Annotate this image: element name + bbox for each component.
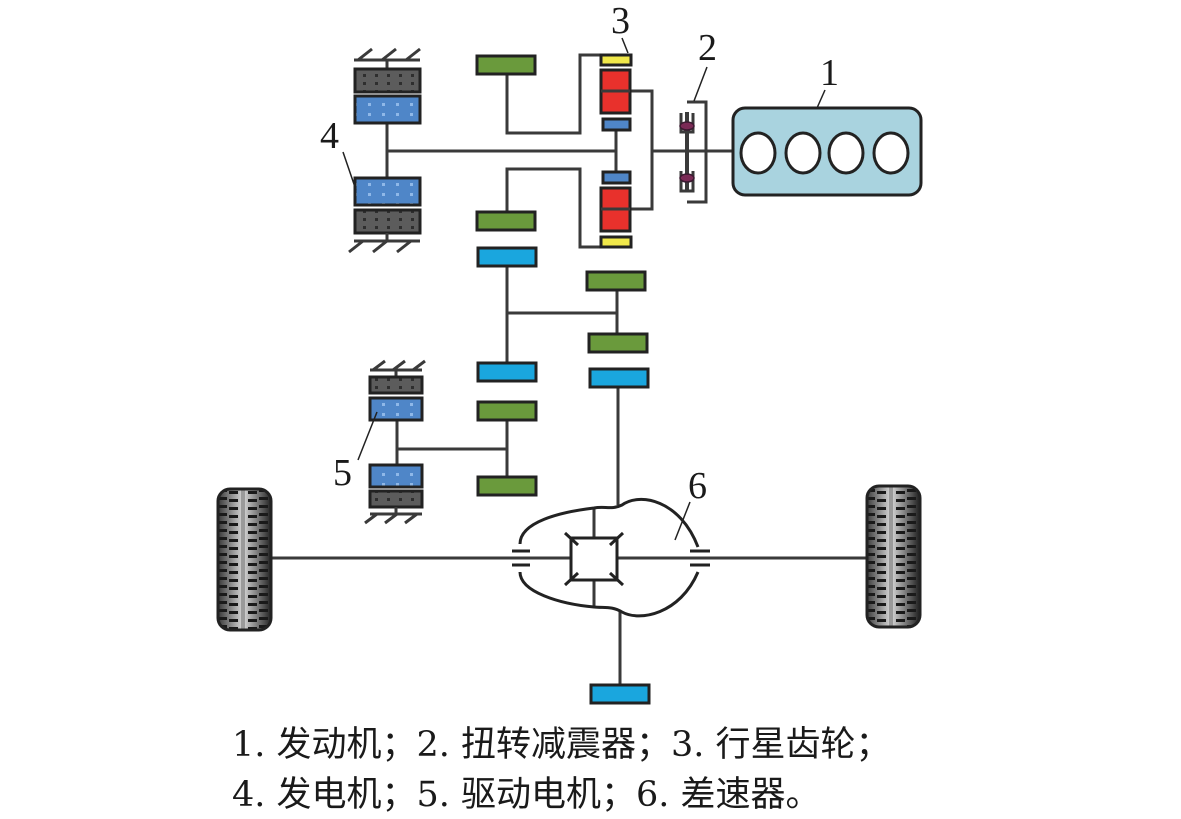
stator-top [353,67,422,94]
callout-6: 6 [688,465,707,507]
sun-gear-top [601,117,632,132]
shafts [270,53,868,686]
gear-green [476,475,538,497]
ring-gear-top [599,53,633,67]
engine [731,106,923,197]
gear-green [475,54,537,76]
cylinder [827,131,865,175]
callout-3: 3 [611,0,630,42]
gear-cyan [588,367,650,389]
rotor-top [368,396,424,422]
gear-green [475,210,537,232]
callout-2: 2 [698,27,717,69]
wheel-right [865,484,922,629]
torsional-damper [679,100,708,204]
ground-hatch-top [370,359,426,377]
gear-green [585,270,647,292]
cylinder [872,131,910,175]
engine-block [731,106,923,197]
cylinder [739,131,777,175]
ring-gear-bottom [599,235,633,249]
callout-5: 5 [333,452,352,494]
stator-bottom [368,489,424,509]
callout-4: 4 [320,115,339,157]
legend-line-1: 1. 发动机；2. 扭转减震器；3. 行星齿轮； [232,725,891,765]
differential [512,497,710,618]
gear-cyan [589,683,651,705]
stator-top [368,375,424,395]
ground-hatch-top [354,47,421,69]
gear-green [476,400,538,422]
callout-1: 1 [820,52,839,94]
ground-hatch-bottom [364,507,422,525]
transmission-gears [475,54,651,705]
generator [348,47,422,254]
stator-bottom [353,208,422,235]
ground-hatch-bottom [348,233,420,254]
rotor-top [353,94,422,125]
gear-cyan [476,361,538,383]
cylinder [784,131,822,175]
legend-line-2: 4. 发电机；5. 驱动电机；6. 差速器。 [232,775,821,815]
leader-lines [342,37,826,541]
gear-cyan [476,246,538,268]
gear-green [587,332,649,354]
wheel-left [216,487,273,632]
rotor-bottom [353,176,422,207]
sun-gear-bottom [601,170,632,185]
rotor-bottom [368,463,424,489]
drive-motor [364,359,426,525]
